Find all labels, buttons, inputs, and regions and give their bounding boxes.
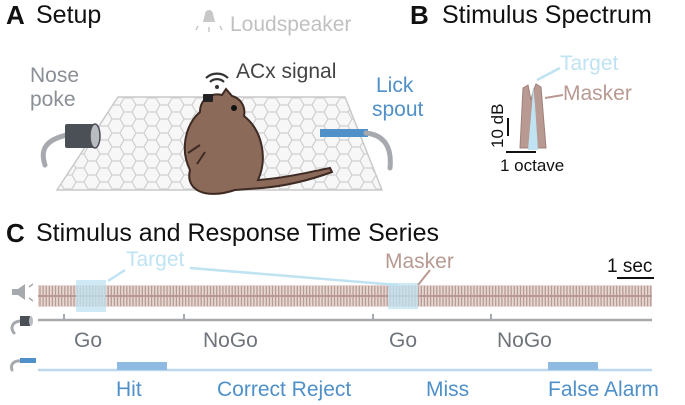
timeseries-target-label: Target	[126, 248, 185, 271]
nose-poke-line2: poke	[30, 88, 76, 111]
db-scale-text: 10 dB	[488, 103, 507, 148]
outcome-hit: Hit	[116, 378, 142, 401]
octave-scale-label: 1 octave	[500, 156, 565, 175]
outcome-correct-reject: Correct Reject	[217, 378, 352, 401]
gerbil-icon	[183, 87, 334, 195]
spectrum-masker-label: Masker	[563, 82, 632, 105]
lick-spout-small-icon	[10, 358, 36, 372]
spectrum-plot	[506, 66, 564, 153]
panel-b-letter: B	[410, 0, 429, 30]
panel-c-letter: C	[6, 218, 25, 248]
spectrum-target-label: Target	[560, 52, 619, 75]
nose-poke-icon	[40, 123, 101, 168]
lick-spout-label: Lick spout	[372, 74, 423, 122]
lick-hit-block	[117, 362, 167, 370]
outcome-false-alarm: False Alarm	[548, 378, 659, 401]
nose-poke-small-icon	[10, 316, 33, 335]
target-leader-line	[536, 66, 561, 82]
time-scale-label: 1 sec	[607, 256, 653, 277]
loudspeaker-label: Loudspeaker	[230, 13, 352, 36]
trial-nogo-1: NoGo	[203, 329, 258, 352]
nose-poke-line1: Nose	[30, 64, 80, 87]
wifi-signal-icon	[205, 72, 229, 89]
lick-spout-line2: spout	[372, 98, 424, 121]
panel-c-title: Stimulus and Response Time Series	[36, 219, 439, 247]
trial-nogo-2: NoGo	[497, 329, 552, 352]
timeseries-masker-label: Masker	[385, 250, 454, 273]
lick-false-alarm-block	[548, 362, 598, 370]
outcome-miss: Miss	[426, 378, 470, 401]
time-series	[10, 266, 654, 372]
panel-a-letter: A	[6, 0, 25, 30]
masker-leader-line	[544, 94, 564, 99]
panel-a-title: Setup	[36, 1, 102, 29]
trial-go-2: Go	[389, 329, 418, 352]
panel-b-title: Stimulus Spectrum	[442, 1, 652, 29]
lick-spout-icon	[320, 129, 393, 171]
acx-signal-label: ACx signal	[236, 60, 337, 83]
lick-spout-line1: Lick	[376, 74, 414, 97]
trial-go-1: Go	[74, 329, 103, 352]
speaker-small-icon	[12, 283, 34, 302]
target-highlight-2	[388, 283, 418, 309]
masker-waveform	[38, 286, 652, 306]
loudspeaker-icon	[195, 10, 223, 32]
nose-poke-label: Nose poke	[30, 64, 79, 112]
target-highlight-1	[76, 280, 106, 312]
target-leader-line-c	[189, 266, 399, 287]
